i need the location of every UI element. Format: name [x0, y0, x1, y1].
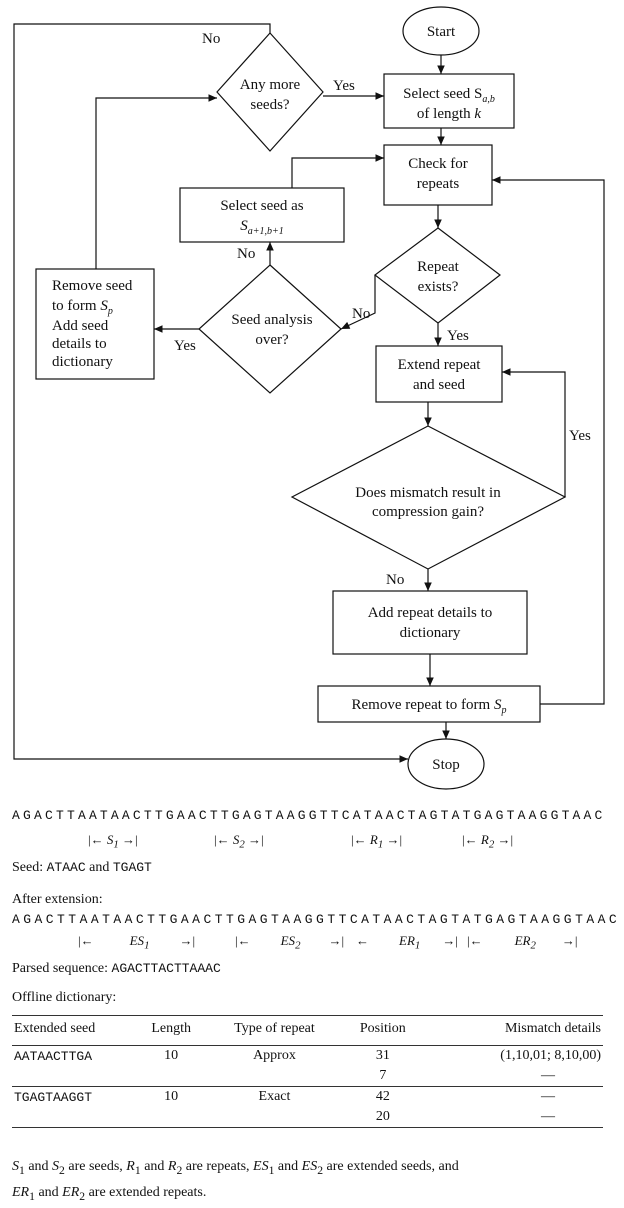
add-repeat-label: Add repeat details to: [368, 605, 493, 621]
select-next-label-2: Sa+1,b+1: [240, 218, 284, 237]
cell-seed: [12, 1107, 136, 1128]
flowchart: Start Stop Select seed Sa,b of length k …: [13, 6, 605, 790]
cell-length: 10: [164, 1089, 179, 1104]
next-seed-to-check-arrow: [291, 154, 384, 188]
cell-seed: TGAGTAAGGT: [14, 1089, 93, 1105]
cell-position: 20: [342, 1107, 423, 1128]
table-header-row: Extended seed Length Type of repeat Posi…: [12, 1015, 603, 1046]
no-label-mismatch: No: [386, 572, 404, 588]
remove-seed-label: Remove seed: [52, 278, 133, 294]
cell-mismatch: —: [423, 1066, 603, 1087]
table-row: 20 —: [12, 1107, 603, 1128]
seed-analysis-label-2: over?: [255, 332, 289, 348]
remove-seed-box: [35, 268, 155, 380]
remove-repeat-label: Remove repeat to form Sp: [352, 697, 507, 716]
remove-seed-to-any-arrow: [95, 94, 217, 269]
marker-es2: |←ES2→|: [235, 933, 345, 952]
any-more-label-2: seeds?: [250, 97, 289, 113]
extend-label-2: and seed: [413, 377, 466, 393]
add-repeat-label-2: dictionary: [400, 625, 461, 641]
remove-seed-label-4: details to: [52, 336, 107, 352]
cell-length: 10: [164, 1048, 179, 1063]
marker-r2: |← R2 →|: [462, 832, 514, 851]
cell-length: [136, 1066, 207, 1087]
select-next-seed-box: [179, 187, 345, 243]
select-seed-label: Select seed Sa,b: [403, 86, 495, 105]
marker-s1: |← S1 →|: [88, 832, 138, 851]
check-label: Check for: [408, 156, 468, 172]
any-more-label: Any more: [240, 77, 301, 93]
remove-seed-label-2: to form Sp: [52, 298, 113, 317]
marker-s2: |← S2 →|: [214, 832, 264, 851]
select-seed-label-2: of length k: [417, 106, 482, 122]
col-extended-seed: Extended seed: [12, 1015, 136, 1046]
table-row: TGAGTAAGGT 10 Exact 42 —: [12, 1087, 603, 1108]
remove-seed-label-5: dictionary: [52, 354, 113, 370]
no-label-repeat: No: [352, 306, 370, 322]
table-row: 7 —: [12, 1066, 603, 1087]
yes-label-repeat: Yes: [447, 328, 469, 344]
start-label: Start: [427, 24, 456, 40]
any-more-seeds-diamond: [216, 32, 324, 152]
marker-er2: |←ER2→|: [467, 933, 578, 952]
seed-analysis-label: Seed analysis: [231, 312, 312, 328]
extend-repeat-box: [375, 345, 503, 403]
parsed-sequence-line: Parsed sequence: AGACTTACTTAAAC: [12, 961, 221, 976]
mismatch-label-2: compression gain?: [372, 504, 484, 520]
cell-position: 42: [375, 1089, 390, 1104]
seed-line: Seed: ATAAC and TGAGT: [12, 860, 152, 875]
select-seed-box: [383, 73, 515, 129]
col-position: Position: [342, 1015, 423, 1046]
original-sequence: AGACTTAATAACTTGAACTTGAGTAAGGTTCATAACTAGT…: [12, 808, 606, 823]
seed-analysis-diamond: [198, 264, 342, 394]
yes-label-seed-analysis: Yes: [174, 338, 196, 354]
col-length: Length: [136, 1015, 207, 1046]
cell-type: Approx: [253, 1048, 296, 1063]
mismatch-yes-arrow: [502, 368, 566, 497]
cell-type: [206, 1107, 343, 1128]
cell-seed: AATAACTTGA: [14, 1048, 93, 1064]
footnote: S1 and S2 are seeds, R1 and R2 are repea…: [12, 1159, 459, 1203]
remove-repeat-to-check-arrow: [492, 176, 605, 705]
cell-seed: [12, 1066, 136, 1087]
repeat-exists-label-2: exists?: [418, 279, 459, 295]
extend-label: Extend repeat: [398, 357, 482, 373]
repeat-exists-label: Repeat: [417, 259, 459, 275]
mismatch-label: Does mismatch result in: [355, 485, 501, 501]
cell-type: [206, 1066, 343, 1087]
yes-label-mismatch: Yes: [569, 428, 591, 444]
select-next-label: Select seed as: [220, 198, 303, 214]
table-row: AATAACTTGA 10 Approx 31 (1,10,01; 8,10,0…: [12, 1046, 603, 1067]
remove-seed-label-3: Add seed: [52, 318, 109, 334]
no-label-seed-analysis: No: [237, 246, 255, 262]
offline-dictionary-label: Offline dictionary:: [12, 990, 117, 1005]
check-label-2: repeats: [417, 176, 460, 192]
cell-position: 31: [375, 1048, 390, 1063]
cell-mismatch: —: [541, 1089, 555, 1104]
check-repeats-box: [383, 144, 493, 206]
add-repeat-box: [332, 590, 528, 655]
cell-position: 7: [342, 1066, 423, 1087]
any-no-line: [13, 23, 408, 763]
dictionary-table: Extended seed Length Type of repeat Posi…: [12, 1015, 603, 1128]
yes-label-any: Yes: [333, 78, 355, 94]
cell-mismatch: (1,10,01; 8,10,00): [500, 1048, 601, 1063]
cell-length: [136, 1107, 207, 1128]
extended-sequence: AGACTTAATAACTTGAACTTGAGTAAGGTTCATAACTAGT…: [12, 912, 621, 927]
stop-label: Stop: [432, 757, 460, 773]
marker-r1: |← R1 →|: [351, 832, 403, 851]
cell-type: Exact: [258, 1089, 291, 1104]
repeat-no-arrow: [340, 275, 376, 330]
marker-es1: |←ES1→|: [78, 933, 196, 952]
marker-er1: ←ER1→|: [356, 933, 458, 952]
no-label-any: No: [202, 31, 220, 47]
col-type-of-repeat: Type of repeat: [206, 1015, 343, 1046]
repeat-exists-diamond: [374, 227, 501, 324]
after-extension-label: After extension:: [12, 892, 103, 907]
col-mismatch-details: Mismatch details: [423, 1015, 603, 1046]
cell-mismatch: —: [423, 1107, 603, 1128]
